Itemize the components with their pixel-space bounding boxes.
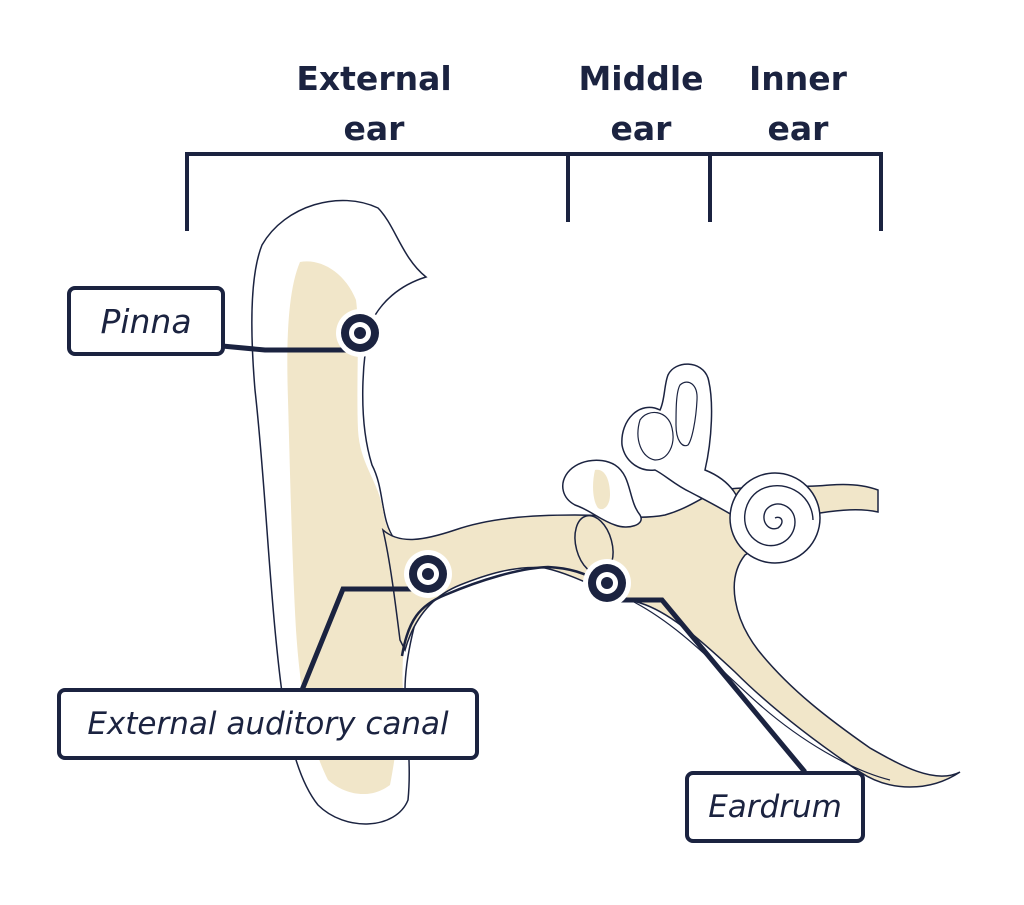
pinna-marker <box>336 309 384 357</box>
eardrum-marker <box>583 559 631 607</box>
canal-label: External auditory canal <box>87 706 449 742</box>
pinna-leader-line <box>221 343 358 353</box>
external-ear-heading: External ear <box>274 54 474 154</box>
canal-leader-line <box>297 586 428 696</box>
semicircular-canal-loop-a <box>675 381 698 447</box>
inner-canal-line <box>629 599 891 781</box>
eardrum-callout: Eardrum <box>685 771 865 843</box>
ossicle-shaded <box>593 469 610 510</box>
section-bracket <box>185 152 883 231</box>
eardrum-leader-line <box>607 597 807 774</box>
eardrum-label: Eardrum <box>708 789 842 825</box>
middle-ear-heading: Middle ear <box>566 54 716 154</box>
external-ear-heading-line2: ear <box>343 109 405 148</box>
external-ear-heading-line1: External <box>296 59 452 98</box>
inner-ear-heading-line2: ear <box>767 109 829 148</box>
canal-marker <box>404 550 452 598</box>
canal-wall-line <box>400 565 606 657</box>
cochlea-spiral <box>743 485 814 547</box>
middle-ear-heading-line1: Middle <box>578 59 704 98</box>
pinna-label: Pinna <box>100 301 192 341</box>
pinna-cartilage <box>287 261 420 795</box>
inner-ear-heading: Inner ear <box>733 54 863 154</box>
canal-callout: External auditory canal <box>57 688 479 760</box>
semicircular-canal-loop-b <box>637 411 674 461</box>
inner-ear-heading-line1: Inner <box>749 59 847 98</box>
pinna-callout: Pinna <box>67 286 225 356</box>
middle-ear-heading-line2: ear <box>610 109 672 148</box>
